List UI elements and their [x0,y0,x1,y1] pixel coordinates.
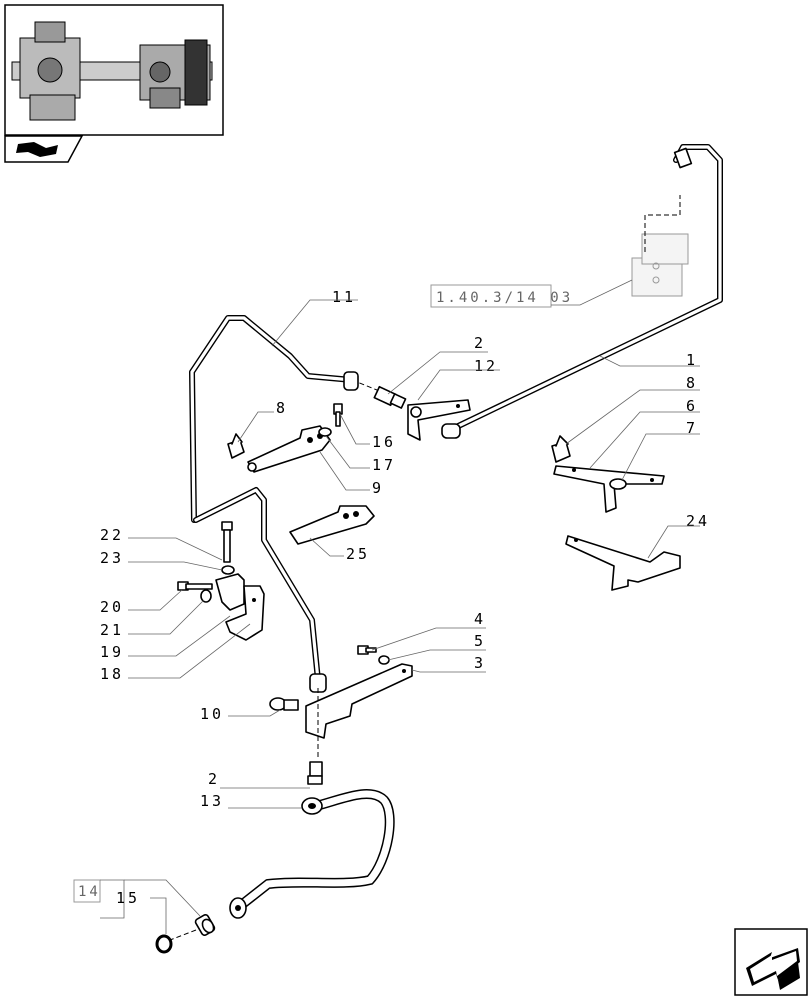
pipe-union-2-lower[interactable] [307,761,323,785]
callout-6: 6 [686,397,698,415]
bracket-6[interactable] [553,465,665,513]
callout-19: 19 [100,643,124,661]
callout-9: 9 [372,479,384,497]
seal-ring-15[interactable] [155,934,173,954]
group-box-label: 14 [78,884,101,900]
callout-2-upper: 2 [474,334,486,352]
pipe-union-2-upper[interactable] [373,385,407,409]
clip-10[interactable] [269,697,299,711]
group-box-14[interactable] [73,879,101,903]
callout-4: 4 [474,610,486,628]
callout-5: 5 [474,632,486,650]
valve-block-reference [631,195,689,297]
clip-8-left[interactable] [227,433,245,459]
bolt-16[interactable] [333,403,343,427]
washer-21[interactable] [200,589,212,603]
bracket-12[interactable] [407,399,471,441]
callout-22: 22 [100,526,124,544]
brake-pipe-11[interactable] [189,315,355,523]
callout-17: 17 [372,456,396,474]
hose-end-fitting[interactable] [229,897,247,919]
washer-5[interactable] [378,655,390,665]
hose-fitting-13[interactable] [301,797,323,815]
callout-16: 16 [372,433,396,451]
callout-7: 7 [686,419,698,437]
callout-24: 24 [686,512,710,530]
catalog-book-icon[interactable] [4,135,84,163]
callout-15: 15 [116,889,140,907]
callout-25: 25 [346,545,370,563]
reference-box[interactable] [430,284,552,308]
bracket-3[interactable] [305,663,413,739]
bracket-24[interactable] [565,535,681,591]
navigate-arrow-icon[interactable] [734,928,808,996]
callout-13: 13 [200,792,224,810]
washer-17[interactable] [318,427,332,437]
callout-8-right: 8 [686,374,698,392]
callout-18: 18 [100,665,124,683]
callout-12: 12 [474,357,498,375]
axle-assembly-thumbnail-icon[interactable] [4,4,224,136]
bolt-4[interactable] [357,645,377,655]
bracket-9[interactable] [247,425,331,473]
fitting-14[interactable] [194,914,216,937]
callout-23: 23 [100,549,124,567]
callout-10: 10 [200,705,224,723]
bracket-18-19[interactable] [215,573,265,641]
clip-8-right[interactable] [551,435,571,463]
callout-3: 3 [474,654,486,672]
callout-21: 21 [100,621,124,639]
bolt-20[interactable] [177,581,213,591]
reference-box-label: 1.40.3/14 03 [436,290,573,306]
callout-11: 11 [332,288,356,306]
bracket-25[interactable] [289,505,375,545]
callout-1: 1 [686,351,698,369]
callout-2-lower: 2 [208,770,220,788]
washer-23[interactable] [221,565,235,575]
nut-7[interactable] [609,478,627,490]
bolt-22[interactable] [221,521,233,563]
callout-8-left: 8 [276,399,288,417]
callout-20: 20 [100,598,124,616]
